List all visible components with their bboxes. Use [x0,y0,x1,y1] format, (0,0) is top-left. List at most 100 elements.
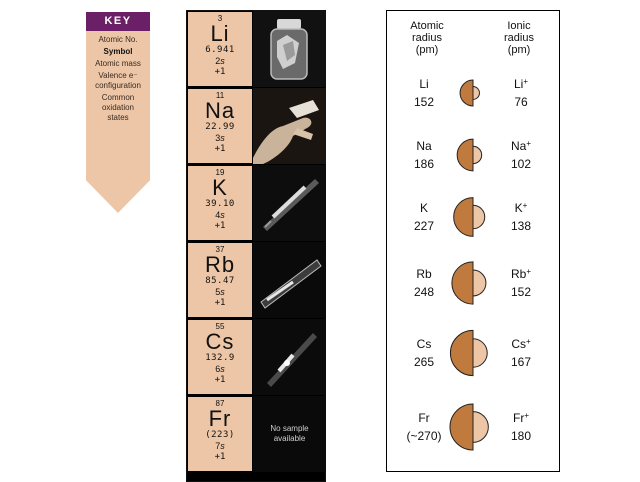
atom-symbol: Cs [416,337,432,351]
atomic-radius-value: (~270) [406,429,442,443]
ion-element: Fr [513,411,525,425]
ion-element: K [514,201,523,215]
ionic-radius-label: Na+102 [501,137,541,173]
config-orbital: s [220,210,225,220]
element-photo [253,11,326,87]
atomic-mass: 85.47 [205,276,235,286]
ion-charge: + [526,139,531,148]
sample-photo [253,11,326,87]
element-photo [253,319,326,395]
atomic-number: 3 [217,14,223,23]
atom-half-circle [456,138,474,172]
ion-symbol: Li+ [501,75,541,93]
sample-photo [253,319,326,395]
config-shell: 6 [215,364,221,374]
config-shell: 3 [215,133,221,143]
ionic-header-line: radius [504,32,534,44]
atomic-radius-value: 265 [413,355,435,369]
key-title: KEY [86,12,150,31]
config-shell: 4 [215,210,221,220]
oxidation-state: +1 [214,67,226,77]
ion-half-circle [472,411,489,443]
atom-symbol: Rb [416,267,432,281]
config-orbital: s [220,441,225,451]
config-orbital: s [220,287,225,297]
atom-symbol: Fr [418,411,430,425]
ionic-radius-value: 167 [510,355,532,369]
element-symbol: Rb [204,252,236,277]
radius-comparison-graphic [456,138,483,172]
legend-key: KEY Atomic No. Symbol Atomic mass Valenc… [86,12,150,213]
config-shell: 2 [215,56,221,66]
radius-comparison-graphic [449,329,488,377]
ion-symbol: Rb+ [501,265,541,283]
atomic-radius-header: Atomic radius (pm) [397,20,457,56]
atom-symbol: K [419,201,428,215]
ion-element: Cs [511,337,526,351]
ionic-radius-header: Ionic radius (pm) [491,20,547,56]
sample-photo [253,242,326,318]
ion-half-circle [472,86,480,100]
ion-charge: + [522,201,528,210]
atomic-radius-label: Fr (~270) [401,409,447,445]
config-orbital: s [220,364,225,374]
ion-symbol: K+ [501,199,541,217]
key-oxidation-label: oxidation [101,103,135,112]
ion-element: Li [513,77,524,91]
ion-charge: + [526,267,531,276]
atomic-radius-value: 186 [413,157,435,171]
atomic-header-line: radius [412,32,442,44]
ionic-radius-value: 76 [514,95,528,109]
ionic-radius-value: 138 [510,219,532,233]
atomic-number: 11 [215,91,225,100]
valence-configuration: 4s [188,210,252,221]
radius-comparison-graphic [459,79,480,107]
ionic-header-line: (pm) [507,44,531,56]
ionic-radius-label: K+138 [501,199,541,235]
atomic-radius-value: 152 [413,95,435,109]
ionic-radius-value: 152 [510,285,532,299]
atom-half-circle [449,329,474,377]
config-shell: 5 [215,287,221,297]
ionic-radius-label: Fr+180 [501,409,541,445]
oxidation-state: +1 [214,452,226,462]
key-states-label: states [107,113,129,122]
element-symbol: K [212,175,228,200]
atomic-radius-label: Cs 265 [401,335,447,371]
key-body: Atomic No. Symbol Atomic mass Valence e⁻… [86,31,150,213]
ion-element: Rb [510,267,527,281]
element-symbol: Na [204,98,236,123]
element-photo [253,242,326,318]
element-symbol: Li [210,21,230,46]
valence-configuration: 2s [188,56,252,67]
atomic-mass: 6.941 [205,45,235,55]
atomic-number: 19 [215,168,225,177]
element-photo [253,88,326,164]
ion-symbol: Na+ [501,137,541,155]
oxidation-state: +1 [214,298,226,308]
oxidation-state: +1 [214,375,226,385]
config-orbital: s [220,56,225,66]
atom-half-circle [449,403,474,451]
atom-half-circle [459,79,474,107]
ion-symbol: Cs+ [501,335,541,353]
config-orbital: s [220,133,225,143]
key-configuration-label: configuration [95,81,141,90]
ion-element: Na [510,139,527,153]
atomic-mass: (223) [205,430,235,440]
key-atomic-mass-label: Atomic mass [95,59,141,68]
sample-photo [253,88,326,164]
ion-half-circle [472,269,487,297]
